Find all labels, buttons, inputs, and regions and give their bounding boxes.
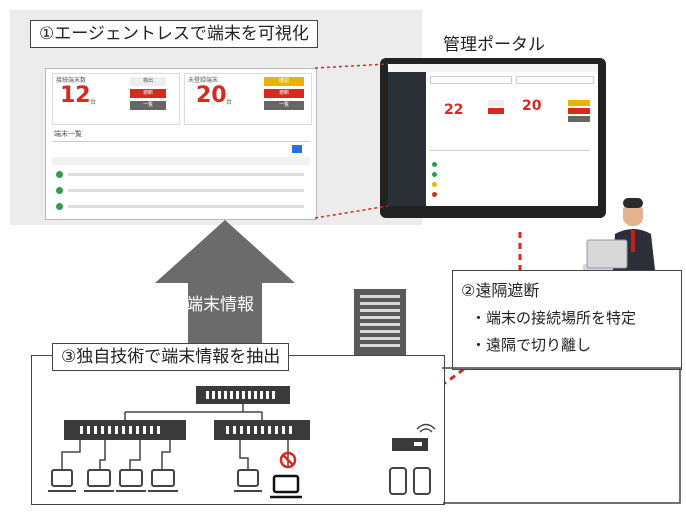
dashboard-screenshot: 接続端末数 12 台 検出 遮断 一覧 未登録端末 20 台 確認 遮断 一覧 …	[45, 68, 317, 220]
remote-block-item-2: ・遠隔で切り離し	[471, 336, 592, 354]
portal-title: 管理ポータル	[443, 35, 545, 55]
remote-block-item-1: ・端末の接続場所を特定	[471, 309, 637, 327]
portal-right-value: 20	[522, 98, 542, 114]
dashboard-list-title: 端末一覧	[54, 130, 82, 138]
visualize-label: ①エージェントレスで端末を可視化	[30, 20, 318, 48]
remote-block-box: ②遠隔遮断 ・端末の接続場所を特定 ・遠隔で切り離し	[452, 270, 682, 370]
network-frame-right	[442, 367, 681, 504]
blocked-pc-icon	[270, 451, 302, 499]
pc-icon	[48, 469, 262, 492]
core-switch-icon	[196, 386, 290, 404]
dashboard-left-unit: 台	[90, 99, 97, 106]
remote-block-title: ②遠隔遮断	[461, 281, 540, 300]
right-switch-icon	[214, 420, 310, 440]
upward-arrow	[155, 220, 295, 365]
device-info-label: 端末情報	[186, 295, 254, 315]
dashboard-left-value: 12	[60, 83, 91, 108]
wifi-router-icon	[392, 423, 436, 451]
portal-screen: 22 20	[388, 64, 598, 206]
mobile-device-icon	[389, 467, 431, 495]
portal-left-value: 22	[444, 102, 464, 118]
dashboard-right-value: 20	[196, 83, 227, 108]
left-switch-icon	[64, 420, 186, 440]
extract-label: ③独自技術で端末情報を抽出	[52, 343, 290, 371]
dashboard-right-unit: 台	[226, 99, 233, 106]
